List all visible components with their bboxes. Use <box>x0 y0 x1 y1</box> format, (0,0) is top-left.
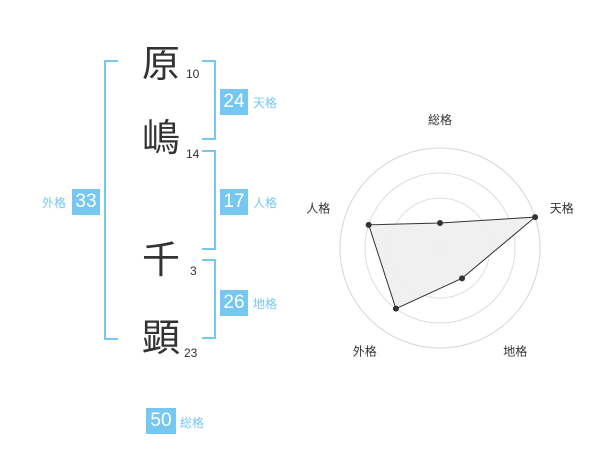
radar-ring <box>364 172 516 324</box>
gaikaku-value: 33 <box>72 189 100 215</box>
jinkaku-value: 17 <box>220 189 248 215</box>
radar-ring <box>339 147 541 349</box>
chikaku-bracket <box>202 259 216 339</box>
radar-axis-label-1: 総格 <box>428 112 452 127</box>
chikaku-label: 地格 <box>253 297 278 311</box>
tenkaku-label: 天格 <box>253 96 278 110</box>
soukaku-value: 50 <box>146 408 176 434</box>
radar-axis-label-4: 外格 <box>353 344 377 359</box>
gaikaku-bracket <box>104 60 118 340</box>
name-char-1: 原 <box>142 42 181 86</box>
radar-point-3 <box>459 275 466 282</box>
gaikaku-label: 外格 <box>42 196 67 210</box>
radar-axis-label-3: 地格 <box>503 344 527 359</box>
radar-point-1 <box>437 220 443 226</box>
radar-points <box>365 214 539 312</box>
radar-axis-label-5: 人格 <box>306 200 330 215</box>
soukaku-label: 総格 <box>180 416 205 430</box>
name-char-3: 千 <box>142 238 181 282</box>
radar-axis-label-2: 天格 <box>550 200 574 215</box>
stroke-count-1: 10 <box>186 67 200 81</box>
jinkaku-bracket <box>202 150 216 250</box>
radar-point-4 <box>392 305 399 312</box>
radar-point-2 <box>532 214 539 221</box>
jinkaku-label: 人格 <box>253 196 278 210</box>
radar-area <box>368 216 537 310</box>
tenkaku-bracket <box>202 60 216 140</box>
name-char-4: 顕 <box>142 316 181 360</box>
radar-point-5 <box>365 221 372 228</box>
chikaku-value: 26 <box>220 290 248 316</box>
stroke-count-2: 14 <box>186 147 200 161</box>
name-char-2: 嶋 <box>142 116 181 160</box>
tenkaku-value: 24 <box>220 89 248 115</box>
stroke-count-4: 23 <box>184 346 198 360</box>
stroke-count-3: 3 <box>190 264 197 278</box>
